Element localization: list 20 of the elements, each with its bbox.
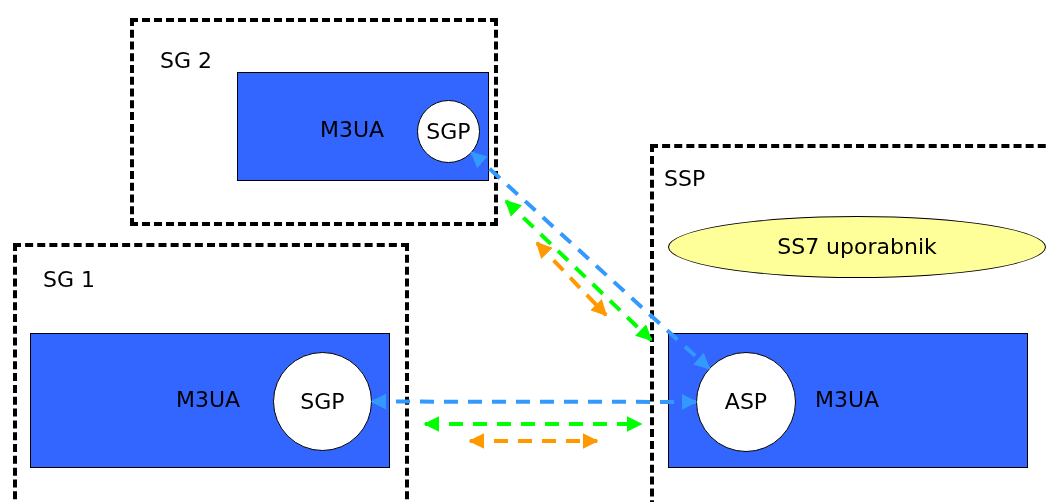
double-arrow — [504, 199, 653, 342]
node-label: ASP — [724, 391, 768, 413]
group-box — [130, 18, 498, 226]
node-label: SG 1 — [43, 269, 95, 291]
node-label: M3UA — [320, 119, 385, 141]
layer-box — [237, 72, 489, 181]
node-label: SGP — [426, 120, 471, 143]
double-arrow — [470, 151, 711, 370]
node-label: M3UA — [815, 389, 880, 411]
node-label: SGP — [300, 390, 345, 413]
node-label: M3UA — [176, 389, 241, 411]
node-label: SS7 uporabnik — [777, 236, 937, 258]
group-box — [650, 144, 1046, 502]
layer-box — [30, 333, 390, 468]
layer-box — [668, 333, 1028, 468]
node-label: SSP — [664, 168, 706, 190]
double-arrow — [423, 416, 643, 432]
node-label: SG 2 — [160, 50, 212, 72]
group-box — [13, 243, 409, 502]
double-arrow — [370, 393, 698, 410]
